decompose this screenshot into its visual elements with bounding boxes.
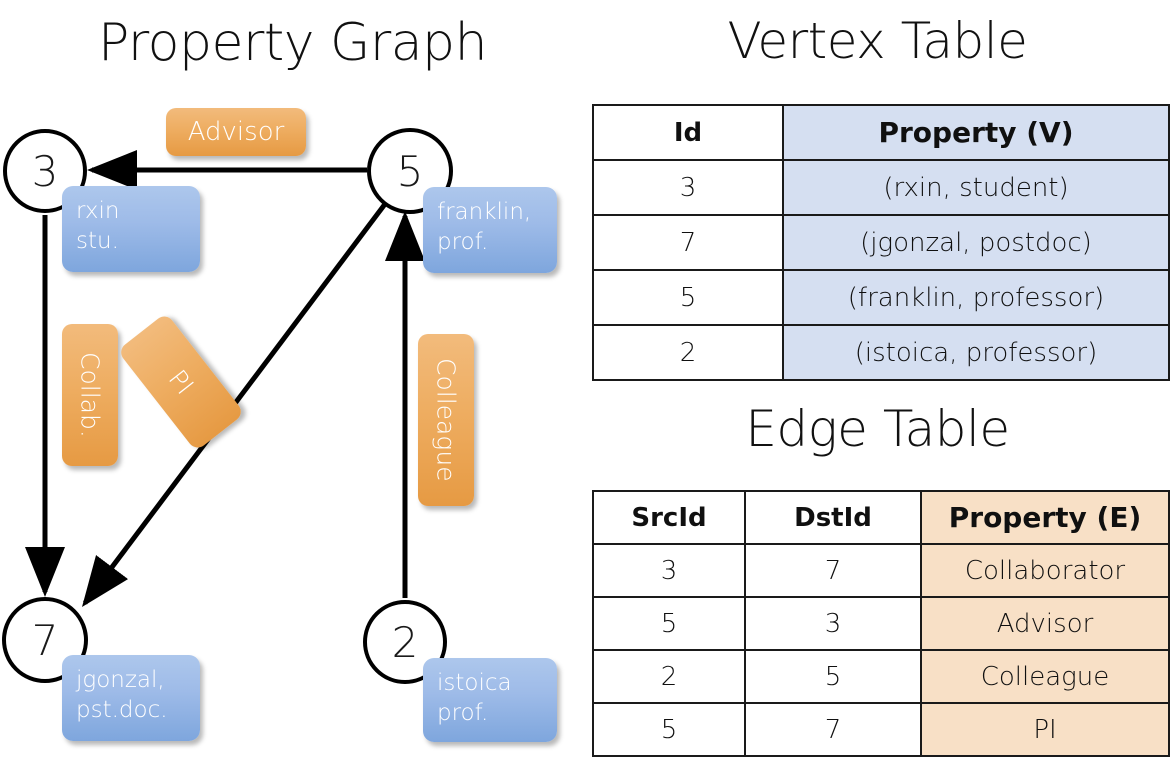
vertex-node-5-label: 5 [396, 146, 424, 196]
vertex-table-cell-property: (jgonzal, postdoc) [782, 214, 1170, 271]
edge-table-cell-dstid: 5 [744, 649, 922, 704]
edge-table-cell-srcid: 2 [592, 649, 746, 704]
edge-table-header-dstid: DstId [744, 490, 922, 545]
vertex-property-jgonzal-line2: pst.doc. [76, 697, 168, 723]
vertex-node-2-label: 2 [391, 617, 419, 667]
edge-table-header-property: Property (E) [920, 490, 1170, 545]
vertex-property-box-rxin[interactable]: rxin stu. [62, 186, 200, 272]
edge-label-advisor[interactable]: Advisor [166, 108, 306, 156]
vertex-table-cell-property: (istoica, professor) [782, 324, 1170, 381]
vertex-table-header-row: Id Property (V) [592, 104, 1170, 161]
edge-label-colleague-text: Colleague [431, 358, 461, 482]
vertex-property-box-franklin[interactable]: franklin, prof. [423, 187, 557, 273]
vertex-table-header-property: Property (V) [782, 104, 1170, 161]
vertex-table-cell-property: (franklin, professor) [782, 269, 1170, 326]
edge-table-cell-property: Colleague [920, 649, 1170, 704]
table-row[interactable]: 3 (rxin, student) [592, 159, 1170, 216]
edge-table-cell-property: Collaborator [920, 543, 1170, 598]
vertex-property-box-jgonzal[interactable]: jgonzal, pst.doc. [62, 655, 200, 741]
table-row[interactable]: 3 7 Collaborator [592, 543, 1170, 598]
table-row[interactable]: 5 7 PI [592, 702, 1170, 757]
vertex-property-rxin-line1: rxin [76, 198, 120, 224]
vertex-property-rxin-line2: stu. [76, 228, 119, 254]
edge-table-cell-dstid: 7 [744, 702, 922, 757]
vertex-table-cell-property: (rxin, student) [782, 159, 1170, 216]
page-title-edge-table: Edge Table [745, 400, 1010, 458]
page-title-vertex-table: Vertex Table [727, 12, 1028, 70]
table-row[interactable]: 2 5 Colleague [592, 649, 1170, 704]
vertex-node-3-label: 3 [31, 146, 59, 196]
vertex-node-7-label: 7 [31, 615, 59, 665]
vertex-table-header-id: Id [592, 104, 784, 161]
vertex-table-cell-id: 7 [592, 214, 784, 271]
vertex-table-cell-id: 3 [592, 159, 784, 216]
edge-label-collab-text: Collab. [75, 352, 105, 438]
table-row[interactable]: 2 (istoica, professor) [592, 324, 1170, 381]
table-row[interactable]: 5 (franklin, professor) [592, 269, 1170, 326]
page-title-property-graph: Property Graph [97, 13, 488, 73]
edge-table-cell-property: Advisor [920, 596, 1170, 651]
table-row[interactable]: 7 (jgonzal, postdoc) [592, 214, 1170, 271]
vertex-property-jgonzal-line1: jgonzal, [76, 667, 165, 693]
vertex-property-franklin-line2: prof. [437, 229, 489, 255]
vertex-table-cell-id: 2 [592, 324, 784, 381]
edge-label-colleague[interactable]: Colleague [418, 334, 474, 506]
vertex-property-istoica-line2: prof. [437, 700, 489, 726]
edge-label-advisor-text: Advisor [187, 117, 285, 147]
vertex-property-box-istoica[interactable]: istoica prof. [423, 658, 557, 742]
edge-table-cell-dstid: 7 [744, 543, 922, 598]
table-row[interactable]: 5 3 Advisor [592, 596, 1170, 651]
edge-table-header-row: SrcId DstId Property (E) [592, 490, 1170, 545]
edge-table-cell-srcid: 3 [592, 543, 746, 598]
edge-table-cell-srcid: 5 [592, 702, 746, 757]
vertex-table-cell-id: 5 [592, 269, 784, 326]
edge-table-cell-property: PI [920, 702, 1170, 757]
vertex-property-franklin-line1: franklin, [437, 199, 532, 225]
edge-table-cell-dstid: 3 [744, 596, 922, 651]
edge-table: SrcId DstId Property (E) 3 7 Collaborato… [592, 490, 1170, 757]
property-graph-diagram: 3 5 7 2 rxin stu. franklin, prof. jgonza… [2, 108, 557, 742]
edge-table-cell-srcid: 5 [592, 596, 746, 651]
edge-label-collab[interactable]: Collab. [62, 324, 118, 466]
vertex-table: Id Property (V) 3 (rxin, student) 7 (jgo… [592, 104, 1170, 381]
edge-label-pi-text: PI [162, 364, 200, 400]
vertex-property-istoica-line1: istoica [437, 670, 512, 696]
edge-table-header-srcid: SrcId [592, 490, 746, 545]
vertex-node-2[interactable]: 2 [363, 600, 447, 684]
